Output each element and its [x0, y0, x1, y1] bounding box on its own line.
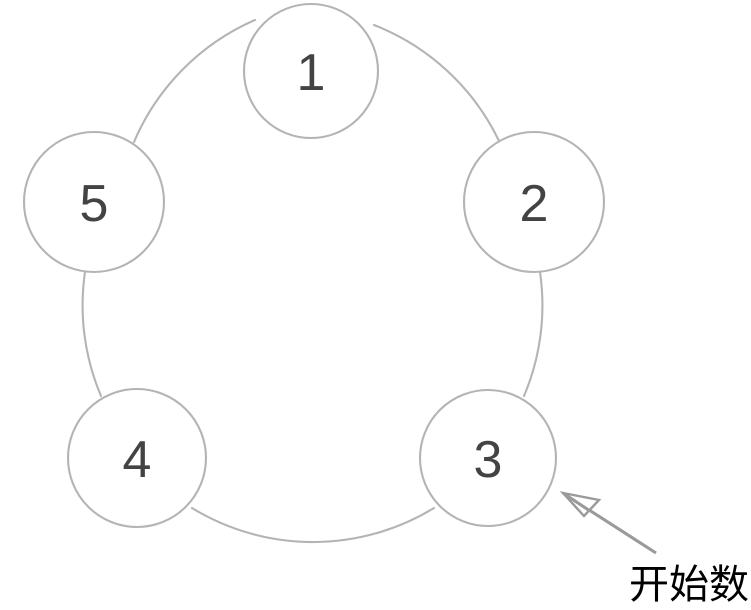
- node-5-circle[interactable]: [22, 130, 166, 274]
- node-3[interactable]: 3: [418, 388, 558, 528]
- ring-arcs: [81, 18, 544, 544]
- node-3-label: 3: [474, 431, 503, 489]
- arrow-head-spine: [562, 491, 591, 513]
- arc-5-to-1: [132, 18, 257, 144]
- node-4-label: 4: [123, 431, 152, 489]
- start-number-annotation: 开始数: [629, 562, 749, 608]
- start-pointer-arrow: [559, 491, 657, 555]
- node-1-circle[interactable]: [242, 2, 380, 140]
- arc-2-to-3: [522, 270, 544, 398]
- node-4-circle[interactable]: [66, 387, 208, 529]
- node-4[interactable]: 4: [66, 387, 208, 529]
- node-2-circle[interactable]: [462, 130, 606, 274]
- node-1[interactable]: 1: [242, 2, 380, 140]
- node-2-label: 2: [520, 175, 549, 233]
- node-3-circle[interactable]: [418, 388, 558, 528]
- arc-4-to-5: [81, 270, 103, 398]
- arc-1-to-2: [372, 23, 501, 143]
- node-1-label: 1: [297, 44, 326, 102]
- node-2[interactable]: 2: [462, 130, 606, 274]
- arc-3-to-4: [190, 506, 436, 544]
- arrow-shaft: [585, 506, 657, 555]
- node-5[interactable]: 5: [22, 130, 166, 274]
- node-5-label: 5: [80, 175, 109, 233]
